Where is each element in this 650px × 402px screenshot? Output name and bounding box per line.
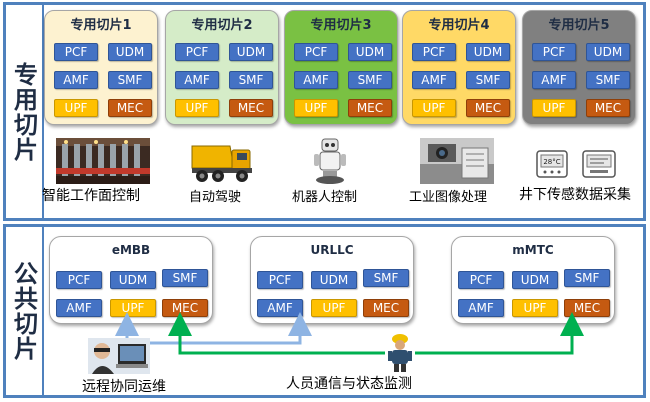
app-label-personnel-monitoring: 人员通信与状态监测 bbox=[286, 376, 412, 392]
remote-operator-photo-icon bbox=[88, 338, 150, 374]
data-logger-icon bbox=[582, 150, 616, 178]
arrow-personnel-embb bbox=[168, 312, 385, 355]
slice-title: 专用切片1 bbox=[70, 18, 132, 33]
nf-smf: SMF bbox=[586, 71, 630, 89]
nf-smf: SMF bbox=[363, 269, 409, 287]
app-label-industrial-image: 工业图像处理 bbox=[409, 190, 488, 205]
nf-amf: AMF bbox=[56, 299, 102, 317]
app-label-autonomous-driving: 自动驾驶 bbox=[189, 190, 242, 205]
nf-smf: SMF bbox=[108, 71, 152, 89]
nf-mec: MEC bbox=[363, 299, 409, 317]
nf-upf: UPF bbox=[54, 99, 98, 117]
nf-pcf: PCF bbox=[532, 43, 576, 61]
slice-title: 专用切片5 bbox=[548, 18, 610, 33]
nf-pcf: PCF bbox=[458, 271, 504, 289]
nf-amf: AMF bbox=[458, 299, 504, 317]
nf-pcf: PCF bbox=[56, 271, 102, 289]
nf-pcf: PCF bbox=[294, 43, 338, 61]
mining-face-photo-icon bbox=[56, 138, 150, 184]
nf-upf: UPF bbox=[175, 99, 219, 117]
app-label-robot-control: 机器人控制 bbox=[292, 190, 358, 205]
nf-udm: UDM bbox=[512, 271, 558, 289]
robot-icon bbox=[314, 138, 346, 184]
nf-upf: UPF bbox=[512, 299, 558, 317]
industrial-camera-photo-icon bbox=[420, 138, 494, 184]
public-section-title: 公共切片 bbox=[9, 261, 38, 361]
nf-mec: MEC bbox=[348, 99, 392, 117]
dump-truck-icon bbox=[191, 145, 252, 182]
nf-smf: SMF bbox=[229, 71, 273, 89]
slice-title: mMTC bbox=[512, 243, 554, 257]
nf-udm: UDM bbox=[586, 43, 630, 61]
temperature-sensor-icon: 28°C bbox=[536, 150, 568, 178]
nf-udm: UDM bbox=[110, 271, 156, 289]
nf-amf: AMF bbox=[532, 71, 576, 89]
nf-amf: AMF bbox=[175, 71, 219, 89]
nf-pcf: PCF bbox=[412, 43, 456, 61]
nf-upf: UPF bbox=[294, 99, 338, 117]
slice-title: URLLC bbox=[310, 243, 354, 257]
app-label-sensor-data: 井下传感数据采集 bbox=[519, 187, 631, 203]
app-label-smart-face-control: 智能工作面控制 bbox=[42, 188, 140, 204]
nf-mec: MEC bbox=[108, 99, 152, 117]
nf-mec: MEC bbox=[466, 99, 510, 117]
arrow-remote-urllc bbox=[127, 312, 312, 345]
nf-pcf: PCF bbox=[54, 43, 98, 61]
nf-udm: UDM bbox=[229, 43, 273, 61]
slice-title: 专用切片2 bbox=[191, 18, 253, 33]
nf-amf: AMF bbox=[54, 71, 98, 89]
app-label-remote-operations: 远程协同运维 bbox=[82, 379, 166, 395]
nf-smf: SMF bbox=[564, 269, 610, 287]
slice-title: 专用切片4 bbox=[428, 18, 490, 33]
arrow-personnel-mmtc bbox=[415, 312, 584, 355]
nf-udm: UDM bbox=[348, 43, 392, 61]
nf-udm: UDM bbox=[108, 43, 152, 61]
dedicated-section-title: 专用切片 bbox=[9, 61, 38, 162]
nf-mec: MEC bbox=[229, 99, 273, 117]
nf-udm: UDM bbox=[311, 271, 357, 289]
nf-amf: AMF bbox=[294, 71, 338, 89]
sensor-readout: 28°C bbox=[543, 158, 560, 166]
section-divider bbox=[42, 5, 44, 218]
nf-mec: MEC bbox=[586, 99, 630, 117]
nf-amf: AMF bbox=[412, 71, 456, 89]
slice-title: 专用切片3 bbox=[310, 18, 372, 33]
nf-udm: UDM bbox=[466, 43, 510, 61]
nf-upf: UPF bbox=[532, 99, 576, 117]
nf-upf: UPF bbox=[311, 299, 357, 317]
nf-smf: SMF bbox=[466, 71, 510, 89]
nf-smf: SMF bbox=[162, 269, 208, 287]
nf-upf: UPF bbox=[412, 99, 456, 117]
nf-pcf: PCF bbox=[175, 43, 219, 61]
nf-pcf: PCF bbox=[257, 271, 303, 289]
slice-title: eMBB bbox=[111, 243, 151, 257]
nf-smf: SMF bbox=[348, 71, 392, 89]
miner-worker-icon bbox=[388, 334, 412, 372]
section-divider bbox=[42, 227, 44, 395]
